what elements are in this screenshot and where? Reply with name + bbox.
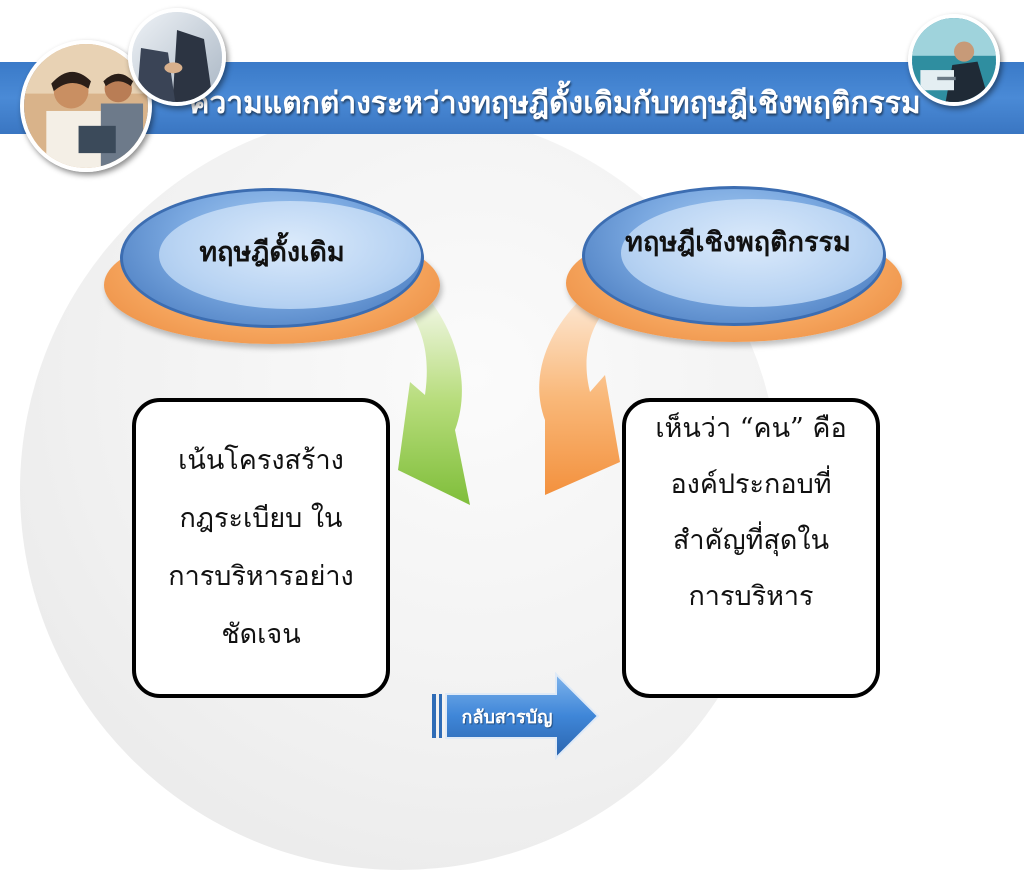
description-left: เน้นโครงสร้าง กฎระเบียบ ใน การบริหารอย่า… (168, 445, 354, 650)
heading-right: ทฤษฎีเชิงพฤติกรรม (625, 227, 851, 258)
heading-left: ทฤษฎีดั้งเดิม (199, 237, 345, 268)
business-photo-left (20, 40, 152, 172)
page-title: ความแตกต่างระหว่างทฤษฎีดั้งเดิมกับทฤษฎีเ… (189, 86, 921, 121)
description-box-left: เน้นโครงสร้าง กฎระเบียบ ใน การบริหารอย่า… (132, 398, 390, 698)
back-to-contents-button[interactable]: กลับสารบัญ (432, 672, 602, 760)
description-right: เห็นว่า “คน” คือ องค์ประกอบที่ สำคัญที่ส… (655, 413, 847, 612)
handshake-photo (128, 8, 226, 106)
back-button-label: กลับสารบัญ (461, 707, 553, 728)
description-box-right: เห็นว่า “คน” คือ องค์ประกอบที่ สำคัญที่ส… (622, 398, 880, 698)
heading-disc-right: ทฤษฎีเชิงพฤติกรรม (566, 186, 906, 346)
office-photo-right (908, 14, 1000, 106)
heading-disc-left: ทฤษฎีดั้งเดิม (104, 188, 444, 348)
